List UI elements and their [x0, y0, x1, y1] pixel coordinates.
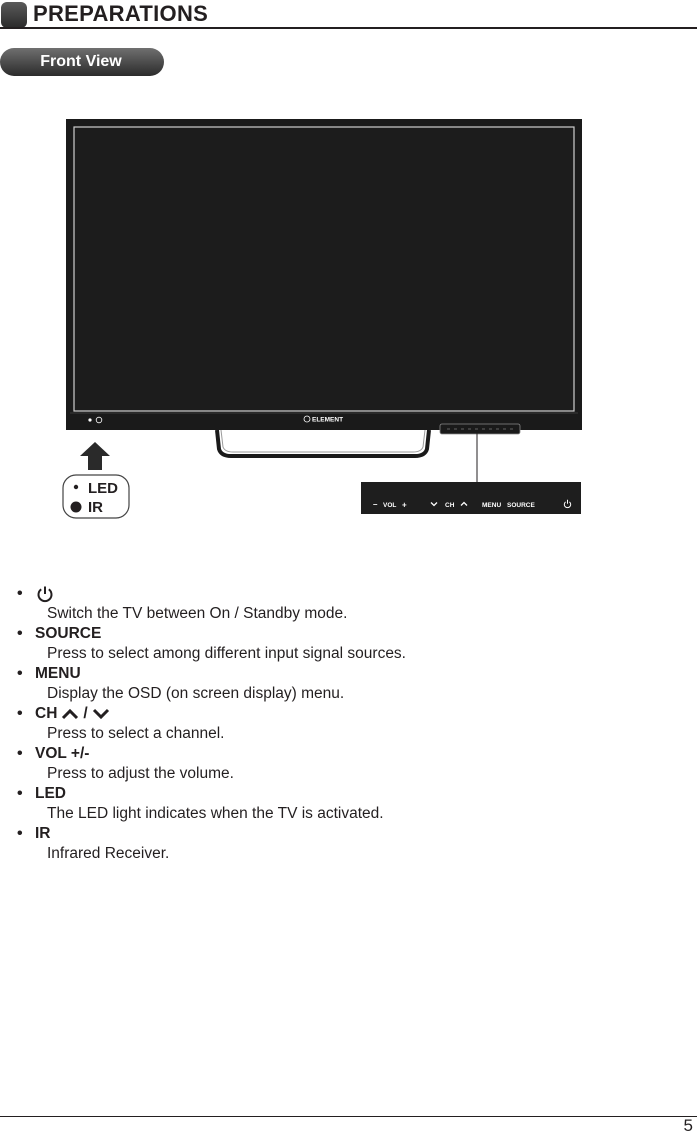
led-label: LED	[88, 480, 118, 497]
bullet: •	[17, 625, 23, 642]
list-item-power: • Switch the TV between On / Standby mod…	[0, 584, 697, 624]
ir-term: IR	[35, 825, 51, 842]
arrow-up-icon	[80, 442, 110, 470]
brand-logo-icon	[303, 415, 311, 423]
vol-description: Press to adjust the volume.	[47, 765, 234, 782]
source-description: Press to select among different input si…	[47, 645, 406, 662]
list-item-ir: • IR Infrared Receiver.	[0, 824, 697, 864]
list-item-led: • LED The LED light indicates when the T…	[0, 784, 697, 824]
list-item-source: • SOURCE Press to select among different…	[0, 624, 697, 664]
vol-term: VOL +/-	[35, 745, 90, 762]
tv-stand-inner	[220, 429, 426, 453]
vol-plus-label: +	[402, 501, 407, 510]
ch-down-icon	[430, 502, 438, 507]
bullet: •	[17, 665, 23, 682]
source-label: SOURCE	[507, 502, 535, 509]
header-icon	[1, 2, 27, 28]
tv-led-dot	[88, 418, 92, 422]
list-item-ch: • CH / Press to select a channel.	[0, 704, 697, 744]
power-term	[35, 584, 55, 604]
ir-description: Infrared Receiver.	[47, 845, 170, 862]
ch-up-icon	[460, 501, 468, 506]
ch-label: CH	[445, 502, 455, 509]
menu-label: MENU	[482, 502, 501, 509]
page-number: 5	[683, 1116, 693, 1135]
bullet: •	[17, 785, 23, 802]
button-description-list: • Switch the TV between On / Standby mod…	[0, 584, 697, 864]
tv-screen	[73, 126, 575, 412]
list-item-menu: • MENU Display the OSD (on screen displa…	[0, 664, 697, 704]
footer-divider	[0, 1116, 697, 1117]
header-divider	[0, 27, 697, 29]
control-panel	[361, 482, 581, 514]
bullet: •	[17, 745, 23, 762]
power-description: Switch the TV between On / Standby mode.	[47, 605, 348, 622]
ch-term-label: CH	[35, 705, 58, 722]
bullet: •	[17, 705, 23, 722]
power-icon	[37, 586, 53, 603]
menu-description: Display the OSD (on screen display) menu…	[47, 685, 345, 702]
panel-power-icon	[563, 499, 572, 509]
brand-logo: ELEMENT	[312, 417, 343, 424]
tv-front-view-figure: ELEMENT LED IR – VOL + CH MENU SOURCE	[62, 119, 582, 519]
page-title: PREPARATIONS	[33, 1, 209, 26]
list-item-vol: • VOL +/- Press to adjust the volume.	[0, 744, 697, 784]
ir-label: IR	[88, 499, 103, 516]
bullet: •	[17, 585, 23, 602]
tv-stand	[215, 429, 431, 458]
ch-term: CH /	[35, 704, 112, 724]
ch-term-separator: /	[83, 705, 88, 722]
tv-control-strip	[439, 423, 521, 435]
source-term: SOURCE	[35, 625, 102, 642]
chevron-up-icon	[62, 708, 79, 720]
led-description: The LED light indicates when the TV is a…	[47, 805, 384, 822]
vol-minus-label: –	[373, 500, 378, 509]
tv-ir-dot	[95, 416, 103, 424]
led-term: LED	[35, 785, 66, 802]
led-dot-icon	[73, 484, 79, 490]
bullet: •	[17, 825, 23, 842]
vol-label: VOL	[383, 502, 396, 509]
ir-dot-icon	[70, 501, 82, 513]
menu-term: MENU	[35, 665, 81, 682]
chevron-down-icon	[92, 708, 109, 720]
section-label: Front View	[0, 48, 164, 76]
ch-description: Press to select a channel.	[47, 725, 225, 742]
